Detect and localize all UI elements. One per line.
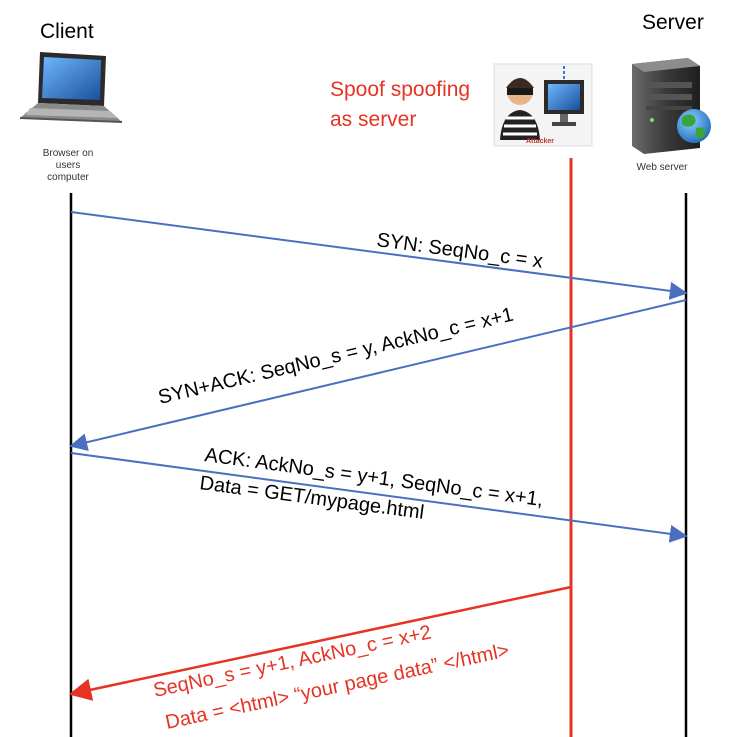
syn-ack-label: SYN+ACK: SeqNo_s = y, AckNo_c = x+1: [156, 304, 516, 409]
client-caption-line-3: computer: [47, 172, 89, 183]
laptop-icon: [19, 52, 123, 123]
client-caption-line-2: users: [56, 160, 80, 171]
client-title: Client: [40, 20, 94, 43]
server-caption: Web server: [637, 162, 689, 173]
syn-arrow: [70, 211, 688, 300]
server-title: Server: [642, 11, 704, 34]
spoofed-response-arrow: [68, 585, 572, 701]
attacker-title-line-1: Spoof spoofing: [330, 78, 470, 101]
globe-icon: [677, 109, 711, 143]
attacker-badge: Attacker: [526, 138, 554, 145]
syn-label: SYN: SeqNo_c = x: [375, 229, 544, 273]
attacker-title-line-2: as server: [330, 108, 416, 131]
attacker-icon: [493, 63, 593, 147]
client-caption-line-1: Browser on: [43, 148, 94, 159]
syn-ack-arrow: [69, 299, 687, 452]
ack-arrow: [70, 452, 688, 543]
